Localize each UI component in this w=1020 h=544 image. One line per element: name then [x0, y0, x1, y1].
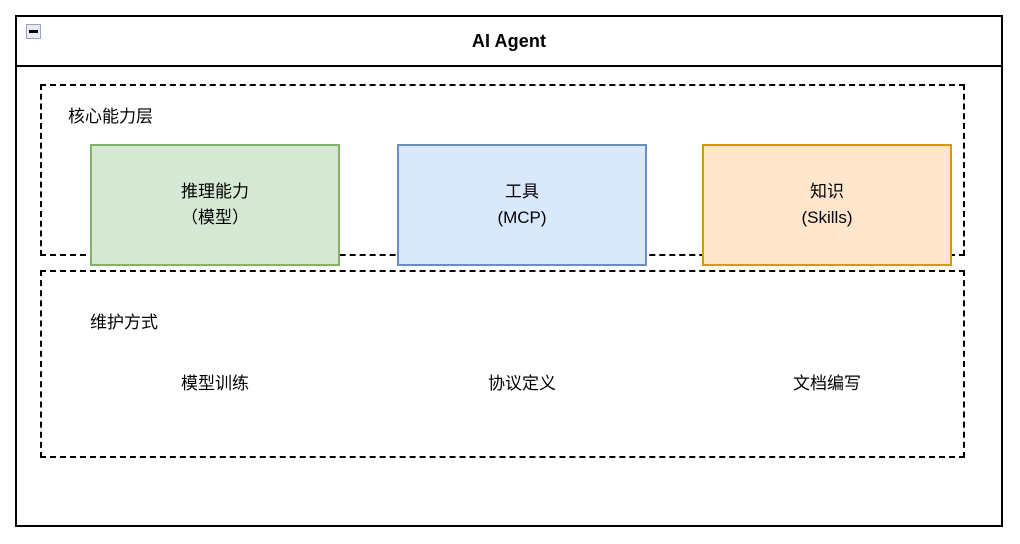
section-label-core: 核心能力层 — [68, 107, 153, 126]
ai-agent-container: AI Agent 核心能力层 推理能力 （模型） 工具 (MCP) 知识 (Sk… — [15, 15, 1003, 527]
capability-box-reasoning-line1: 推理能力 — [181, 181, 249, 201]
maintenance-item-model-training: 模型训练 — [181, 374, 249, 393]
capability-box-reasoning-line2: （模型） — [181, 208, 249, 227]
container-body: 核心能力层 推理能力 （模型） 工具 (MCP) 知识 (Skills) 维护方… — [17, 67, 1001, 525]
section-label-maintenance: 维护方式 — [90, 313, 158, 332]
capability-box-knowledge-line1: 知识 — [810, 181, 844, 201]
section-maintenance-method: 维护方式 模型训练 协议定义 文档编写 — [40, 270, 965, 458]
container-header: AI Agent — [17, 17, 1001, 67]
capability-box-knowledge-line2: (Skills) — [801, 208, 853, 227]
section-core-capability: 核心能力层 推理能力 （模型） 工具 (MCP) 知识 (Skills) — [40, 84, 965, 266]
minus-bar — [29, 30, 38, 33]
capability-box-knowledge[interactable]: 知识 (Skills) — [702, 144, 952, 266]
page-title: AI Agent — [471, 31, 547, 51]
maintenance-item-doc-writing: 文档编写 — [793, 374, 861, 393]
capability-box-tools-line2: (MCP) — [497, 208, 547, 227]
capability-box-reasoning[interactable]: 推理能力 （模型） — [90, 144, 340, 266]
capability-box-tools-line1: 工具 — [505, 181, 539, 201]
capability-box-tools[interactable]: 工具 (MCP) — [397, 144, 647, 266]
collapse-minus-icon[interactable] — [26, 24, 41, 39]
maintenance-item-protocol-definition: 协议定义 — [488, 374, 556, 393]
